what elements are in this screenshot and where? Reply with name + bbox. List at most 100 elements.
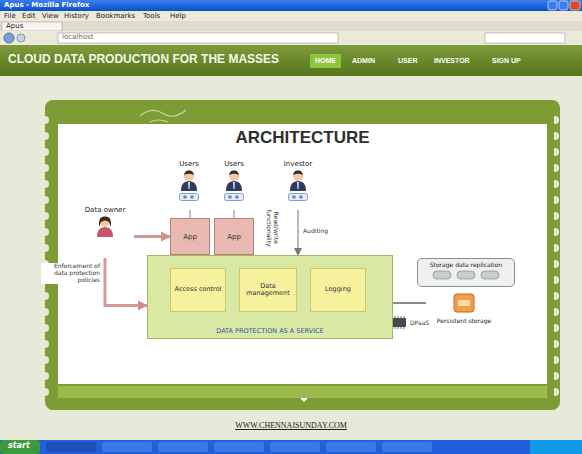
frame-scallops	[41, 108, 51, 402]
person-tie	[233, 182, 235, 189]
taskbar-item	[326, 442, 376, 452]
connector	[393, 302, 426, 304]
key-dot	[190, 195, 194, 199]
menu-item: Bookmarks	[96, 12, 135, 20]
menu-item: Help	[170, 12, 186, 20]
search-box	[485, 33, 565, 43]
key-dot	[299, 195, 303, 199]
window-title: Apus - Mozilla Firefox	[4, 1, 89, 9]
storage-node: Persistent storage	[426, 291, 502, 333]
module-box: Logging	[310, 268, 366, 312]
tab-title: Apus	[6, 22, 23, 30]
person-head	[100, 217, 110, 227]
person-hair	[184, 170, 194, 175]
connector-label: Auditing	[302, 228, 329, 235]
module-box: Data management	[239, 268, 297, 312]
nav-item: ADMIN	[352, 57, 375, 65]
window-button	[559, 1, 568, 10]
storage-icon	[452, 291, 476, 315]
actor-figure: Investor	[272, 160, 324, 210]
vertical-note: Read/write functionality	[265, 203, 279, 253]
key-badge-box	[289, 194, 308, 201]
person-icon	[179, 169, 199, 191]
nav-bar	[0, 31, 582, 45]
person-tie	[188, 182, 190, 189]
key-dot	[235, 195, 239, 199]
person-icon	[224, 169, 244, 191]
person-head	[293, 171, 303, 181]
node-text: Data management	[242, 283, 294, 298]
menu-item: View	[42, 12, 59, 20]
node-text: Storage data replication	[418, 261, 514, 268]
key-badge-box	[180, 194, 199, 201]
key-badge	[224, 193, 244, 201]
footer-link: WWW.CHENNAISUNDAY.COM	[0, 421, 582, 430]
node-text: Access control	[175, 286, 222, 293]
frame-scallops	[554, 108, 564, 402]
storage-slot	[458, 300, 470, 306]
taskbar-item	[102, 442, 152, 452]
person-hair	[293, 170, 303, 175]
chip-label: DPaaS	[410, 320, 429, 327]
callout-bubble: Storage data replication	[417, 258, 515, 287]
replica-pill	[481, 271, 499, 279]
replica-pill	[433, 271, 451, 279]
menu-item: File	[4, 12, 16, 20]
connector	[105, 258, 147, 305]
connector	[234, 210, 235, 218]
taskbar-item	[46, 442, 96, 452]
connector-label: Enforcement of data protection policies	[41, 263, 101, 284]
green-frame	[45, 100, 560, 410]
panel-footer-band	[58, 386, 547, 398]
menu-item: Edit	[22, 12, 36, 20]
menu-item: History	[64, 12, 89, 20]
content-panel	[58, 124, 547, 384]
app-box: App	[214, 218, 254, 255]
key-badge-box	[225, 194, 244, 201]
node-text: Users	[211, 160, 257, 168]
tab	[2, 22, 62, 31]
back-button	[4, 33, 14, 43]
node-text: Investor	[272, 160, 324, 168]
taskbar-item	[270, 442, 320, 452]
nav-item: INVESTOR	[434, 57, 470, 65]
connector	[298, 210, 299, 255]
person-body	[290, 181, 306, 191]
connector	[190, 210, 191, 218]
nav-item-active: HOME	[310, 54, 341, 68]
taskbar-item	[158, 442, 208, 452]
node-text: Users	[166, 160, 212, 168]
person-icon	[288, 169, 308, 191]
start-label: start	[8, 441, 30, 450]
actor-figure: Data owner	[76, 206, 134, 258]
person-body	[226, 181, 242, 191]
site-header	[0, 45, 582, 76]
actor-figure: Users	[211, 160, 257, 210]
menu-item: Tools	[143, 12, 160, 20]
page-ground	[0, 76, 582, 440]
tab-bar	[0, 21, 582, 31]
service-container: DATA PROTECTION AS A SERVICEAccess contr…	[147, 255, 393, 339]
replica-row	[431, 270, 501, 280]
taskbar-item	[382, 442, 432, 452]
person-body	[97, 227, 113, 237]
person-head	[184, 171, 194, 181]
actor-figure: Users	[166, 160, 212, 210]
app-box: App	[170, 218, 210, 255]
nav-item: SIGN UP	[492, 57, 521, 65]
key-dot	[183, 195, 187, 199]
start-button	[0, 440, 40, 454]
node-text: Persistent storage	[426, 317, 502, 324]
address-bar	[58, 33, 338, 43]
person-tie	[297, 182, 299, 189]
person-hair	[229, 170, 239, 175]
chip-pins	[392, 316, 404, 329]
menu-bar	[0, 11, 582, 21]
sketch-decoration	[140, 110, 186, 122]
taskbar	[0, 440, 582, 454]
forward-button	[17, 34, 25, 42]
person-hair	[99, 216, 111, 227]
